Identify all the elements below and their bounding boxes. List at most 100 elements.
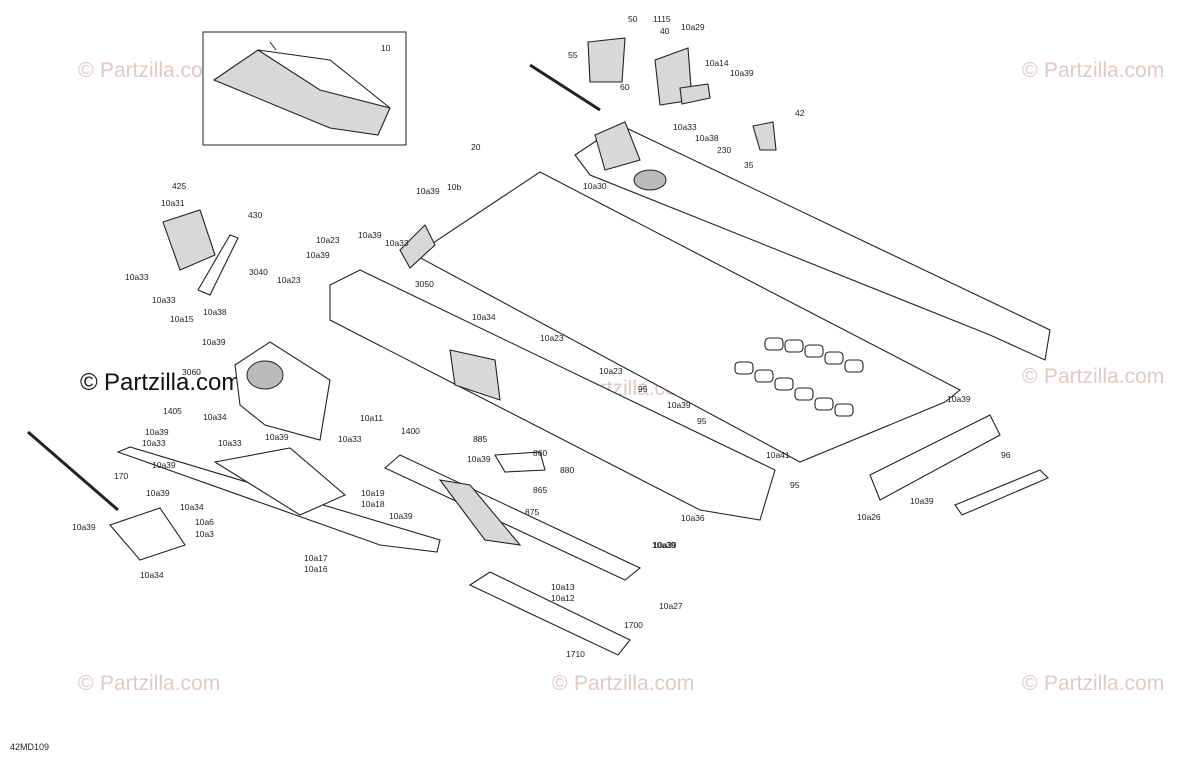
watermark-text: Partzilla.com bbox=[1044, 672, 1164, 695]
callout-label: 880 bbox=[560, 465, 574, 475]
mid-bracket-10a19 bbox=[213, 447, 347, 516]
callout-label: 10a39 bbox=[667, 400, 691, 410]
callout-label: 10a34 bbox=[140, 570, 164, 580]
cross-member-10a26 bbox=[869, 414, 1001, 501]
watermark-text: Partzilla.com bbox=[1044, 59, 1164, 82]
lower-bracket-10a34 bbox=[109, 507, 186, 561]
callout-label: 10a26 bbox=[857, 512, 881, 522]
callout-label: 875 bbox=[525, 507, 539, 517]
bracket-10a31 bbox=[162, 209, 216, 271]
callout-label: 10a38 bbox=[203, 307, 227, 317]
bracket-96 bbox=[954, 469, 1049, 516]
callout-label: 10a39 bbox=[910, 496, 934, 506]
callout-label: 885 bbox=[473, 434, 487, 444]
callout-label: 1115 bbox=[653, 14, 671, 24]
callout-label: 10a16 bbox=[304, 564, 328, 574]
left-side-rail bbox=[329, 269, 776, 521]
callout-label: 425 bbox=[172, 181, 186, 191]
rail-vent bbox=[449, 349, 501, 401]
callout-label: 10a33 bbox=[142, 438, 166, 448]
callout-label: 95 bbox=[697, 416, 707, 426]
watermark-group: © Partzilla.com © Partzilla.com © Partzi… bbox=[78, 59, 1164, 695]
callout-label: 1700 bbox=[624, 620, 643, 630]
watermark-symbol: © bbox=[78, 59, 94, 82]
callout-label: 20 bbox=[471, 142, 481, 152]
callout-label: 3060 bbox=[182, 367, 201, 377]
tunnel-plate bbox=[413, 171, 962, 463]
callout-label: 10a33 bbox=[338, 434, 362, 444]
callout-label: 10b bbox=[447, 182, 461, 192]
callout-label: 860 bbox=[533, 448, 547, 458]
callout-label: 10a23 bbox=[316, 235, 340, 245]
callout-label: 96 bbox=[1001, 450, 1011, 460]
callout-label: 10a33 bbox=[385, 238, 409, 248]
tunnel-thumbnail bbox=[212, 49, 391, 136]
callout-label: 10a23 bbox=[540, 333, 564, 343]
callout-label: 3050 bbox=[415, 279, 434, 289]
callout-label: 60 bbox=[620, 82, 630, 92]
watermark-symbol: © bbox=[1022, 365, 1038, 388]
callout-label: 40 bbox=[660, 26, 670, 36]
inset-label: 10 bbox=[381, 43, 391, 53]
callout-label: 10a34 bbox=[472, 312, 496, 322]
callout-label: 10a13 bbox=[551, 582, 575, 592]
handle-885 bbox=[494, 451, 546, 473]
callout-label: 430 bbox=[248, 210, 262, 220]
callout-label: 10a41 bbox=[766, 450, 790, 460]
callout-label: 3040 bbox=[249, 267, 268, 277]
callout-label: 95 bbox=[790, 480, 800, 490]
callout-label: 10a39 bbox=[358, 230, 382, 240]
callout-label: 10a39 bbox=[730, 68, 754, 78]
callout-label: 10a36 bbox=[681, 513, 705, 523]
watermark-text: Partzilla.com bbox=[100, 672, 220, 695]
callout-label: 1710 bbox=[566, 649, 585, 659]
callout-label: 10a19 bbox=[361, 488, 385, 498]
tunnel-thumbnail-top bbox=[257, 49, 391, 109]
bracket-10a15 bbox=[197, 234, 239, 296]
inset-box: 10 bbox=[202, 31, 407, 146]
callout-label: 10a18 bbox=[361, 499, 385, 509]
bracket-35 bbox=[752, 121, 777, 151]
bracket-50 bbox=[587, 37, 626, 83]
callout-label: 10a39 bbox=[146, 488, 170, 498]
rear-rod bbox=[529, 63, 601, 112]
callout-label: 35 bbox=[744, 160, 754, 170]
callout-label: 10a23 bbox=[599, 366, 623, 376]
callout-label: 55 bbox=[568, 50, 578, 60]
callout-label: 10a34 bbox=[203, 412, 227, 422]
callout-label: 1400 bbox=[401, 426, 420, 436]
callout-label: 10a6 bbox=[195, 517, 214, 527]
callout-label: 10a11 bbox=[360, 413, 383, 423]
callout-label: 10a39 bbox=[152, 460, 176, 470]
callout-label: 10a17 bbox=[304, 553, 328, 563]
watermark-symbol: © bbox=[1022, 59, 1038, 82]
callout-label: 10a33 bbox=[125, 272, 149, 282]
callout-label: 10a29 bbox=[681, 22, 705, 32]
watermark-text-main: Partzilla.com bbox=[104, 369, 241, 396]
callout-label: 10a23 bbox=[277, 275, 301, 285]
running-board-frame bbox=[438, 479, 522, 546]
watermark-symbol: © bbox=[1022, 672, 1038, 695]
tunnel-front-flange bbox=[399, 224, 436, 269]
callout-label: 10a39 bbox=[265, 432, 289, 442]
callout-label: 10a39 bbox=[653, 540, 677, 550]
watermark-text: Partzilla.com bbox=[1044, 365, 1164, 388]
callout-label: 10a39 bbox=[416, 186, 440, 196]
callout-label: 10a34 bbox=[180, 502, 204, 512]
callout-label: 10a27 bbox=[659, 601, 683, 611]
watermark-symbol: © bbox=[80, 369, 98, 396]
callout-label: 10a39 bbox=[202, 337, 226, 347]
callout-label: 10a39 bbox=[467, 454, 491, 464]
front-plate-hole bbox=[246, 360, 284, 390]
callout-label: 10a38 bbox=[695, 133, 719, 143]
watermark-symbol: © bbox=[78, 672, 94, 695]
callout-label: 10a30 bbox=[583, 181, 607, 191]
callout-label: 10a39 bbox=[947, 394, 971, 404]
bracket-10a14 bbox=[679, 83, 711, 105]
callout-label: 1405 bbox=[163, 406, 182, 416]
callout-label: 865 bbox=[533, 485, 547, 495]
callout-label: 10a15 bbox=[170, 314, 194, 324]
